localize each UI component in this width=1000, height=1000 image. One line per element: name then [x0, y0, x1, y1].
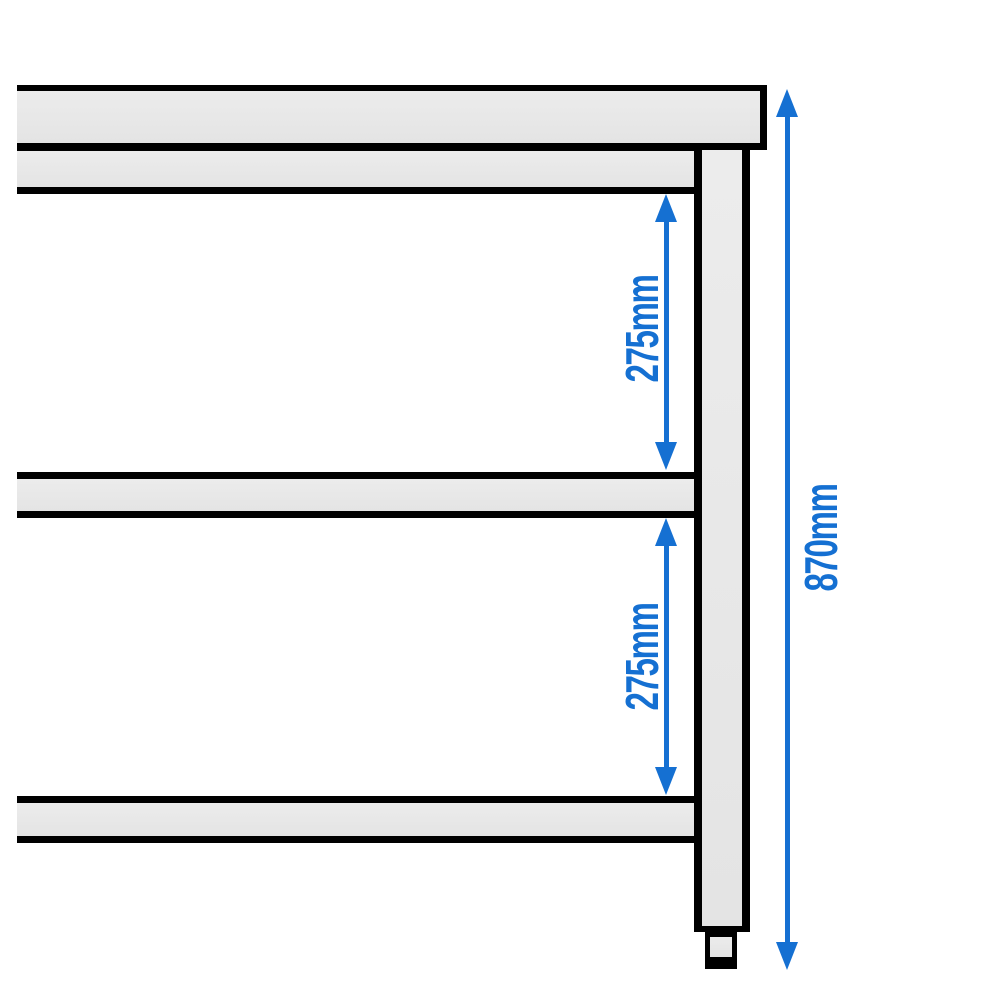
bottom-shelf: [17, 796, 703, 843]
dimension-arrow-lower-gap: [655, 518, 677, 795]
under-top-rail: [17, 144, 703, 194]
dimension-arrow-upper-gap: [655, 194, 677, 470]
dimension-arrow-total-height: [776, 89, 798, 970]
arrow-down-icon: [776, 942, 798, 970]
dimension-line: [784, 114, 790, 945]
dimension-line: [663, 543, 669, 770]
adjustable-foot: [705, 932, 737, 969]
dimension-label-lower-gap: 275mm: [616, 603, 668, 711]
table-leg: [694, 150, 750, 932]
tabletop: [17, 85, 767, 150]
arrow-up-icon: [776, 89, 798, 117]
dimension-label-upper-gap: 275mm: [616, 275, 668, 383]
middle-shelf: [17, 472, 703, 518]
arrow-down-icon: [655, 442, 677, 470]
dimension-label-total-height: 870mm: [795, 484, 847, 592]
arrow-up-icon: [655, 194, 677, 222]
arrow-down-icon: [655, 767, 677, 795]
arrow-up-icon: [655, 518, 677, 546]
dimension-line: [663, 219, 669, 445]
